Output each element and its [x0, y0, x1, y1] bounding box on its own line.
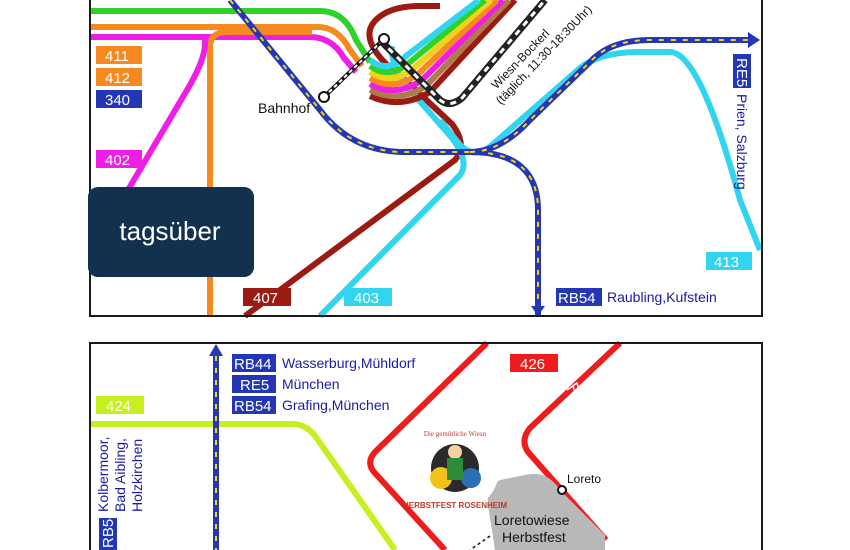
badge-426[interactable] [510, 354, 558, 372]
svg-text:413: 413 [714, 254, 739, 271]
svg-text:407: 407 [253, 290, 278, 307]
route-green [90, 8, 373, 64]
badge-402[interactable] [96, 150, 142, 168]
ribbon-yellow [368, 0, 493, 81]
bus-routes-bottom [90, 340, 623, 550]
station-label: Bahnhof [258, 100, 310, 116]
rail-bottom [209, 344, 223, 550]
svg-text:426: 426 [520, 356, 545, 373]
svg-text:RE5: RE5 [733, 58, 750, 87]
arrow-east [748, 32, 760, 48]
svg-text:424: 424 [106, 398, 131, 415]
route-magenta-curve [125, 38, 208, 192]
badge-re5[interactable] [232, 375, 276, 393]
top-frame [89, 0, 763, 317]
line-badges-top: 411 412 340 402 407 403 413 [96, 46, 752, 307]
venue-line1: Loretowiese [494, 512, 570, 528]
badge-403[interactable] [344, 288, 392, 306]
svg-text:340: 340 [105, 92, 130, 109]
svg-text:(täglich, 11:30-18:30Uhr): (täglich, 11:30-18:30Uhr) [493, 3, 595, 108]
top-panel: Bahnhof Wiesn-Bockerl (täglich, 11:30-18… [88, 0, 763, 319]
badge-411[interactable] [96, 46, 142, 64]
route-orange-top [90, 24, 365, 68]
venue-area: Loretowiese Herbstfest [469, 473, 605, 550]
svg-text:Grafing,München: Grafing,München [282, 397, 389, 413]
rail-east [469, 37, 755, 155]
mode-box: tagsüber [88, 187, 254, 277]
svg-text:412: 412 [105, 70, 130, 87]
rail-badges-top: RE5 Prien, Salzburg RB54 Raubling,Kufste… [556, 54, 751, 307]
badge-rb44[interactable] [232, 354, 276, 372]
line-badges-bottom: 424 426 [96, 354, 558, 415]
svg-text:RE5: RE5 [240, 377, 269, 394]
svg-text:Die gemütliche Wiesn: Die gemütliche Wiesn [424, 430, 487, 438]
svg-text:München: München [282, 376, 340, 392]
bottom-frame [89, 342, 763, 550]
ribbon-green [368, 0, 487, 75]
badge-rb58[interactable]: RB58 [99, 510, 117, 550]
route-426 [367, 340, 490, 550]
badge-424[interactable] [96, 396, 144, 414]
route-424 [90, 421, 398, 550]
svg-text:Holzkirchen: Holzkirchen [129, 439, 145, 512]
svg-text:RB44: RB44 [234, 356, 272, 373]
badge-412[interactable] [96, 68, 142, 86]
badge-407[interactable] [243, 288, 291, 306]
svg-text:Kolbermoor,: Kolbermoor, [95, 437, 111, 512]
badge-rb54[interactable] [232, 396, 276, 414]
svg-text:402: 402 [105, 152, 130, 169]
route-426-east [521, 340, 623, 542]
svg-text:Raubling,Kufstein: Raubling,Kufstein [607, 289, 717, 305]
venue-line2: Herbstfest [502, 529, 566, 545]
rb58-destination: Kolbermoor, Bad Aibling, Holzkirchen [95, 437, 145, 512]
logo-text: HERBSTFEST ROSENHEIM [403, 501, 507, 510]
bottom-panel: Loretowiese Herbstfest Loreto Die gemütl… [89, 340, 763, 550]
stop-loreto: Loreto [557, 472, 601, 495]
svg-text:Wasserburg,Mühldorf: Wasserburg,Mühldorf [282, 355, 415, 371]
svg-text:RB58: RB58 [100, 510, 117, 548]
badge-re5-east[interactable]: RE5 Prien, Salzburg [733, 54, 751, 190]
arrow-north [209, 344, 223, 356]
arrow-south [531, 306, 545, 316]
badge-413[interactable] [706, 252, 752, 270]
svg-text:RB54: RB54 [234, 398, 272, 415]
svg-text:RB54: RB54 [558, 290, 596, 307]
shuttle-track [377, 0, 548, 107]
svg-text:Prien, Salzburg: Prien, Salzburg [734, 94, 750, 190]
svg-text:411: 411 [105, 48, 129, 65]
badge-rb54-south[interactable] [556, 288, 602, 306]
rail-top [227, 0, 760, 316]
svg-text:Loreto: Loreto [567, 472, 601, 486]
svg-text:Bad Aibling,: Bad Aibling, [112, 438, 128, 512]
badge-340[interactable] [96, 90, 142, 108]
station-bahnhof: Bahnhof [258, 33, 390, 116]
rail-badges-bottom: RB44 Wasserburg,Mühldorf RE5 München RB5… [95, 354, 415, 550]
ribbon-cyan [368, 0, 481, 69]
svg-text:403: 403 [354, 290, 379, 307]
route-orange-vertical [207, 29, 312, 316]
route-magenta-top [90, 34, 359, 74]
mode-label: tagsüber [119, 216, 221, 246]
herbstfest-logo: Die gemütliche Wiesn HERBSTFEST ROSENHEI… [403, 428, 507, 512]
